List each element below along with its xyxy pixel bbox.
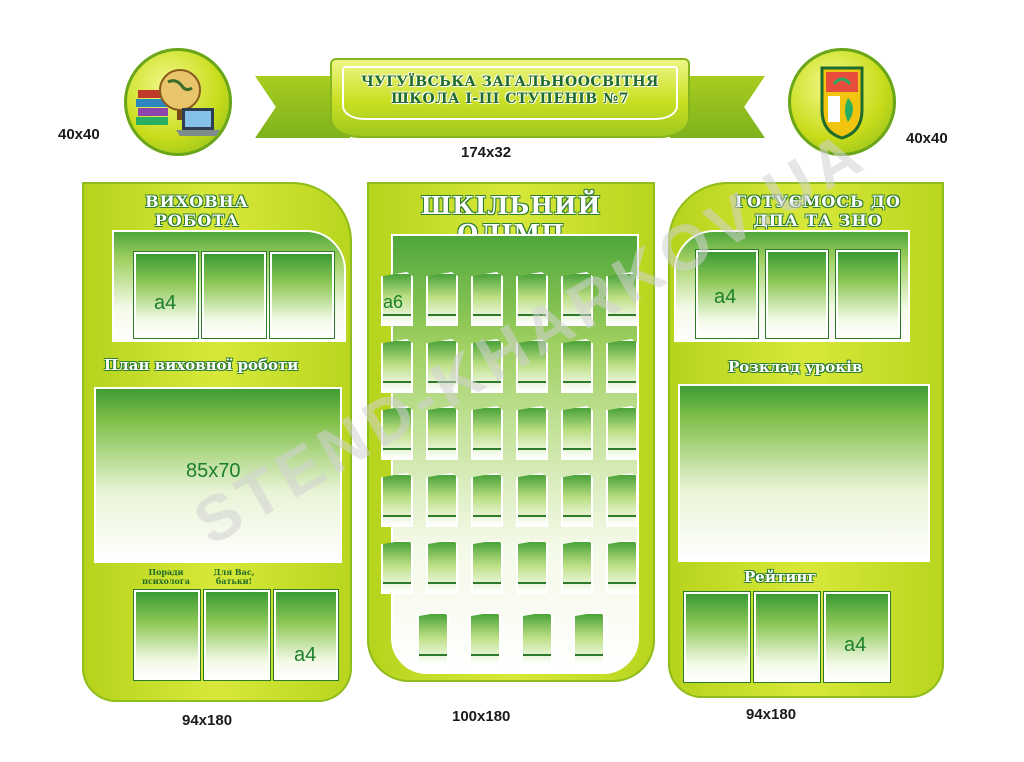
center-board: ШКІЛЬНИЙ ОЛІМП а6 bbox=[367, 182, 655, 682]
small-pocket bbox=[471, 540, 503, 594]
small-pocket bbox=[606, 272, 638, 326]
center-board-title: ШКІЛЬНИЙ ОЛІМП bbox=[420, 191, 602, 248]
coat-of-arms-icon bbox=[820, 66, 864, 140]
small-pocket bbox=[516, 406, 548, 460]
small-pocket bbox=[606, 406, 638, 460]
small-pocket bbox=[561, 473, 593, 527]
small-pocket bbox=[606, 540, 638, 594]
small-pocket bbox=[561, 272, 593, 326]
left-board-title: ВИХОВНА РОБОТА bbox=[145, 192, 249, 230]
small-pocket bbox=[426, 406, 458, 460]
right-bottom-pocket-3 bbox=[824, 592, 890, 682]
small-pocket bbox=[561, 339, 593, 393]
right-top-pocket-1 bbox=[696, 250, 758, 338]
small-pocket bbox=[471, 339, 503, 393]
left-plan-label: План виховної роботи bbox=[104, 356, 299, 374]
small-pocket bbox=[516, 540, 548, 594]
left-bottom-pocket-1 bbox=[134, 590, 200, 680]
small-pocket bbox=[606, 473, 638, 527]
small-pocket bbox=[471, 406, 503, 460]
school-name: ЧУГУЇВСЬКА ЗАГАЛЬНООСВІТНЯ ШКОЛА І-ІІІ С… bbox=[361, 74, 659, 107]
small-pocket bbox=[521, 612, 553, 666]
left-top-pocket-3 bbox=[270, 252, 334, 338]
small-pocket bbox=[381, 406, 413, 460]
right-schedule-panel bbox=[678, 384, 930, 562]
right-board-size: 94x180 bbox=[746, 706, 797, 723]
small-pocket bbox=[516, 272, 548, 326]
small-pocket bbox=[471, 473, 503, 527]
small-pocket bbox=[381, 473, 413, 527]
small-pocket bbox=[426, 272, 458, 326]
left-board-size: 94x180 bbox=[182, 712, 233, 729]
globe-books-laptop-icon bbox=[136, 69, 220, 136]
left-top-pocket-1 bbox=[134, 252, 198, 338]
small-pocket bbox=[516, 473, 548, 527]
left-plan-panel bbox=[94, 387, 342, 563]
right-emblem-size: 40x40 bbox=[906, 130, 948, 147]
small-pocket bbox=[381, 540, 413, 594]
left-bottom-pocket-3 bbox=[274, 590, 338, 680]
parents-label: Для Вас, батьки! bbox=[213, 567, 255, 586]
small-pocket bbox=[381, 339, 413, 393]
left-top-pocket-2 bbox=[202, 252, 266, 338]
right-emblem bbox=[788, 48, 896, 156]
right-top-pocket-size: а4 bbox=[714, 286, 737, 308]
small-pocket bbox=[426, 339, 458, 393]
right-bottom-pocket-1 bbox=[684, 592, 750, 682]
ribbon-body: ЧУГУЇВСЬКА ЗАГАЛЬНООСВІТНЯ ШКОЛА І-ІІІ С… bbox=[330, 58, 690, 138]
center-board-size: 100x180 bbox=[452, 708, 511, 725]
left-emblem-size: 40x40 bbox=[58, 126, 100, 143]
small-pocket bbox=[516, 339, 548, 393]
left-top-pocket-size: а4 bbox=[154, 292, 177, 314]
right-top-pocket-2 bbox=[766, 250, 828, 338]
right-board-title: ГОТУЄМОСЬ ДО ДПА ТА ЗНО bbox=[735, 192, 901, 230]
right-top-pocket-3 bbox=[836, 250, 900, 338]
advice-label: Поради психолога bbox=[142, 567, 190, 586]
left-plan-size: 85x70 bbox=[186, 460, 241, 482]
small-pocket bbox=[471, 272, 503, 326]
center-pocket-size: а6 bbox=[383, 292, 404, 312]
small-pocket bbox=[561, 406, 593, 460]
right-bottom-pocket-size: а4 bbox=[844, 634, 867, 656]
small-pocket bbox=[417, 612, 449, 666]
title-ribbon: ЧУГУЇВСЬКА ЗАГАЛЬНООСВІТНЯ ШКОЛА І-ІІІ С… bbox=[255, 52, 765, 152]
small-pocket bbox=[606, 339, 638, 393]
right-schedule-label: Розклад уроків bbox=[728, 358, 863, 376]
left-emblem bbox=[124, 48, 232, 156]
ribbon-size: 174x32 bbox=[461, 144, 512, 161]
right-bottom-pocket-2 bbox=[754, 592, 820, 682]
right-board: ГОТУЄМОСЬ ДО ДПА ТА ЗНО а4 Розклад урокі… bbox=[668, 182, 944, 698]
right-rating-label: Рейтинг bbox=[744, 568, 817, 586]
small-pocket bbox=[381, 272, 413, 326]
small-pocket bbox=[573, 612, 605, 666]
left-bottom-pocket-2 bbox=[204, 590, 270, 680]
small-pocket bbox=[469, 612, 501, 666]
small-pocket bbox=[426, 473, 458, 527]
left-bottom-pocket-size: а4 bbox=[294, 644, 317, 666]
left-board: ВИХОВНА РОБОТА а4 План виховної роботи 8… bbox=[82, 182, 352, 702]
small-pocket bbox=[561, 540, 593, 594]
small-pocket bbox=[426, 540, 458, 594]
